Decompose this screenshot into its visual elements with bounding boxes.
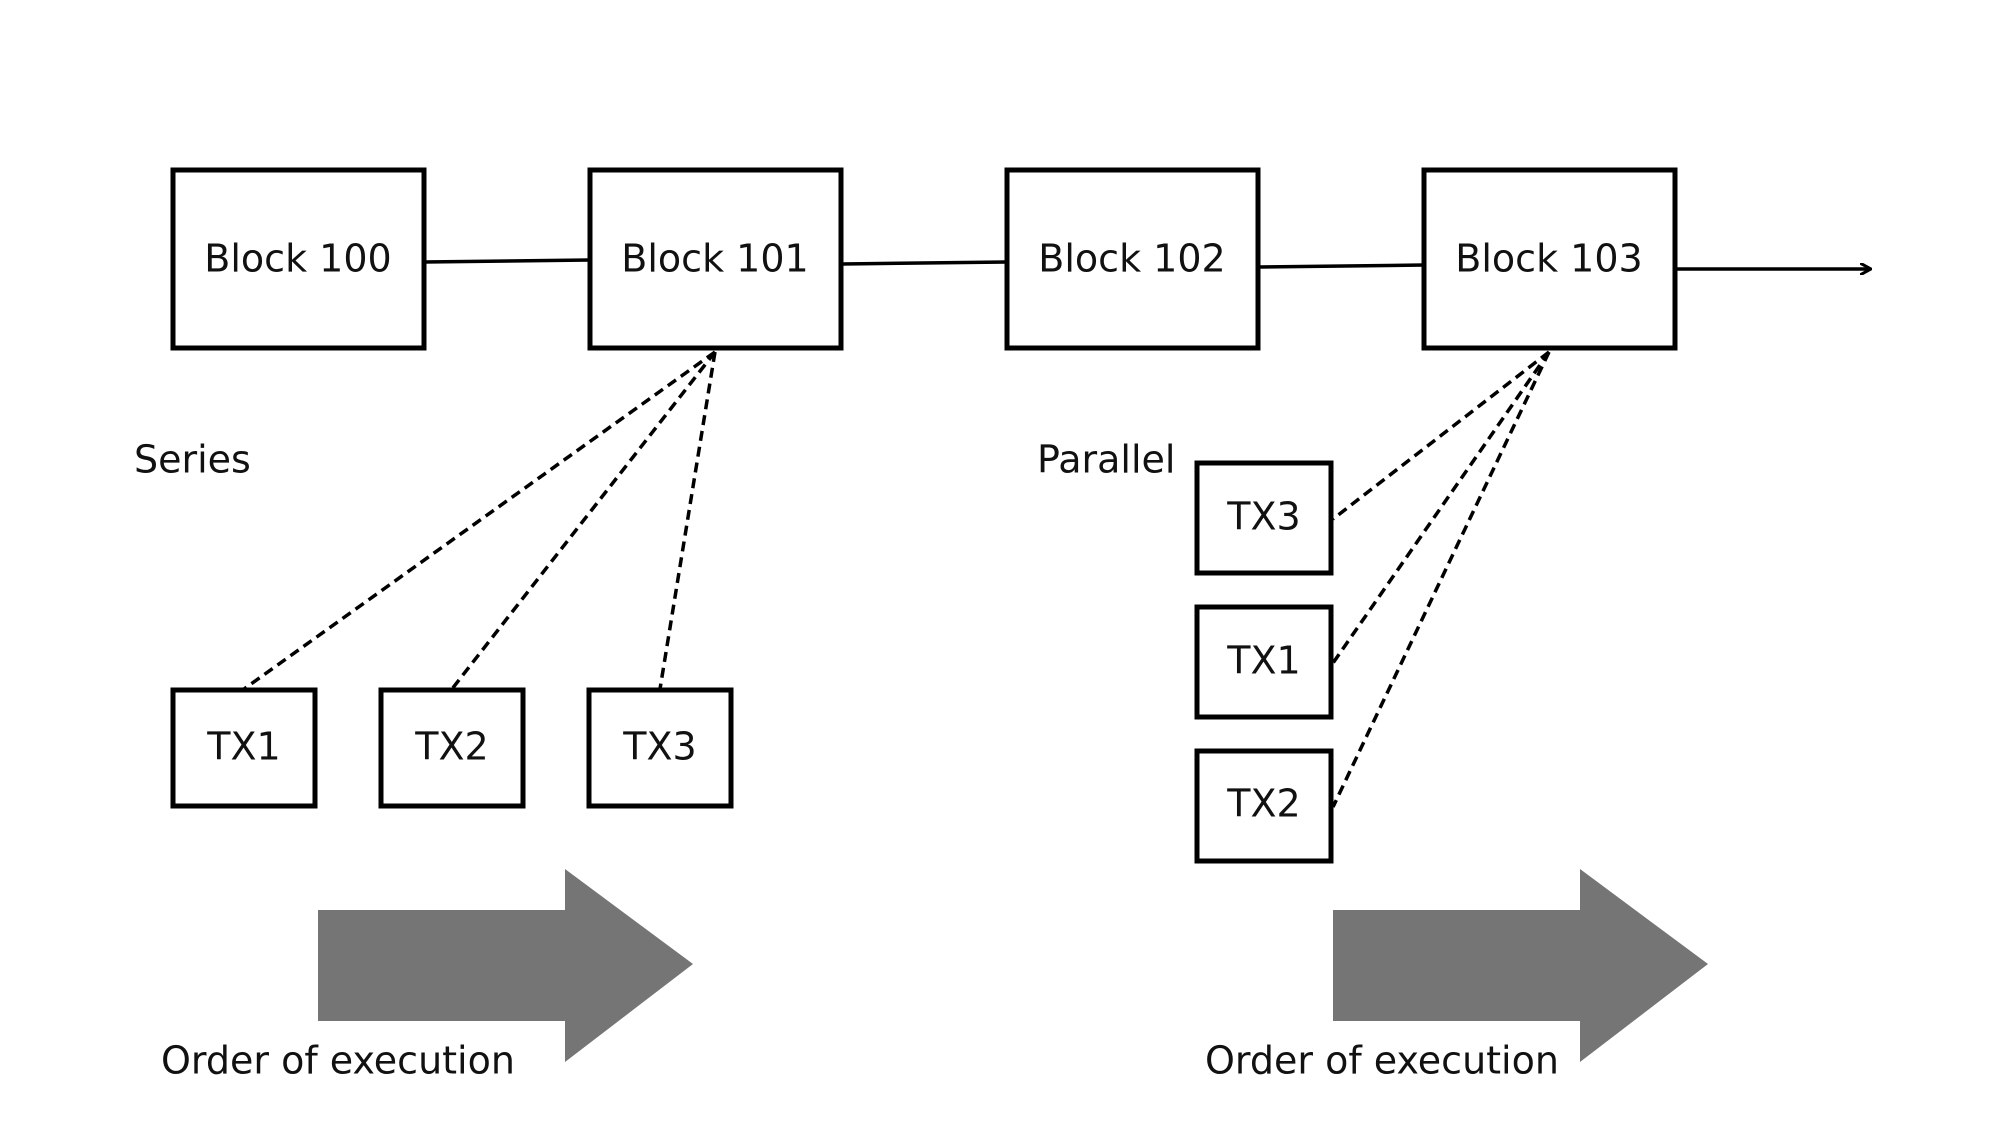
series-order-label: Order of execution bbox=[161, 1039, 515, 1083]
series-tx-1: TX1 bbox=[170, 687, 318, 809]
parallel-tx-2: TX1 bbox=[1194, 604, 1334, 720]
parallel-tx-1-label: TX3 bbox=[1226, 495, 1300, 539]
block-102-label: Block 102 bbox=[1038, 237, 1225, 281]
block-103: Block 103 bbox=[1421, 167, 1678, 351]
series-order-arrow bbox=[318, 869, 693, 1062]
parallel-link-tx1 bbox=[1331, 351, 1551, 664]
series-title: Series bbox=[134, 438, 251, 482]
parallel-link-tx3 bbox=[1331, 350, 1551, 521]
series-link-tx1 bbox=[242, 350, 717, 691]
chain-link-100-101 bbox=[423, 258, 591, 264]
chain-link-102-103 bbox=[1258, 263, 1425, 269]
series-tx-3-label: TX3 bbox=[622, 725, 696, 769]
parallel-order-label: Order of execution bbox=[1205, 1039, 1559, 1083]
block-101-label: Block 101 bbox=[621, 237, 808, 281]
parallel-title: Parallel bbox=[1037, 438, 1175, 482]
parallel-link-tx2 bbox=[1331, 351, 1551, 808]
parallel-tx-3: TX2 bbox=[1194, 748, 1334, 864]
block-100-label: Block 100 bbox=[204, 237, 391, 281]
block-102: Block 102 bbox=[1004, 167, 1261, 351]
chain-link-101-102 bbox=[841, 260, 1008, 266]
series-tx-3: TX3 bbox=[586, 687, 734, 809]
block-100: Block 100 bbox=[170, 167, 427, 351]
parallel-tx-3-label: TX2 bbox=[1226, 782, 1300, 826]
block-103-label: Block 103 bbox=[1455, 237, 1642, 281]
block-101: Block 101 bbox=[587, 167, 844, 351]
series-link-tx3 bbox=[658, 351, 717, 690]
parallel-tx-1: TX3 bbox=[1194, 460, 1334, 576]
series-tx-1-label: TX1 bbox=[206, 725, 280, 769]
series-tx-2-label: TX2 bbox=[414, 725, 488, 769]
parallel-tx-2-label: TX1 bbox=[1226, 639, 1300, 683]
series-tx-2: TX2 bbox=[378, 687, 526, 809]
parallel-order-arrow bbox=[1333, 869, 1708, 1062]
series-link-tx2 bbox=[450, 350, 717, 691]
